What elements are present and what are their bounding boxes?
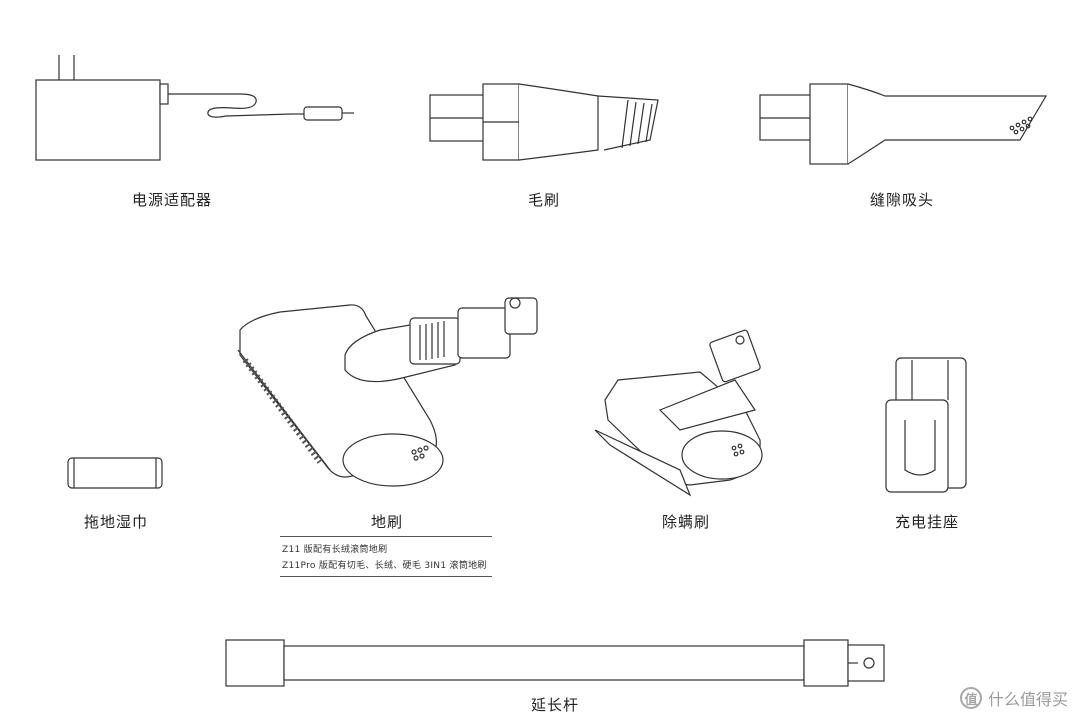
note-bottom-divider bbox=[280, 576, 492, 577]
wipe-label: 拖地湿巾 bbox=[83, 513, 149, 531]
extension-rod-drawing bbox=[225, 639, 885, 687]
mite-brush-drawing bbox=[594, 329, 763, 497]
wet-wipe-drawing bbox=[67, 457, 163, 489]
bristle-brush-drawing bbox=[429, 83, 659, 161]
brush-label: 毛刷 bbox=[527, 191, 561, 209]
power-adapter-drawing bbox=[35, 55, 354, 161]
watermark-logo-icon: 值 bbox=[959, 687, 982, 709]
extension-rod-label: 延长杆 bbox=[530, 696, 580, 714]
watermark: 值 什么值得买 bbox=[959, 686, 1068, 710]
adapter-label: 电源适配器 bbox=[131, 191, 213, 209]
mite-brush-label: 除螨刷 bbox=[661, 513, 711, 531]
charging-mount-label: 充电挂座 bbox=[894, 513, 960, 531]
floor-brush-drawing bbox=[237, 297, 538, 487]
watermark-text: 什么值得买 bbox=[987, 690, 1068, 709]
charging-mount-drawing bbox=[885, 357, 967, 493]
note-line-2: Z11Pro 版配有切毛、长绒、硬毛 3IN1 滚筒地刷 bbox=[282, 561, 487, 571]
note-line-1: Z11 版配有长绒滚筒地刷 bbox=[282, 545, 388, 555]
crevice-nozzle-drawing bbox=[759, 83, 1048, 165]
crevice-label: 缝隙吸头 bbox=[869, 191, 935, 209]
note-top-divider bbox=[280, 536, 492, 537]
floor-brush-label: 地刷 bbox=[370, 513, 404, 531]
